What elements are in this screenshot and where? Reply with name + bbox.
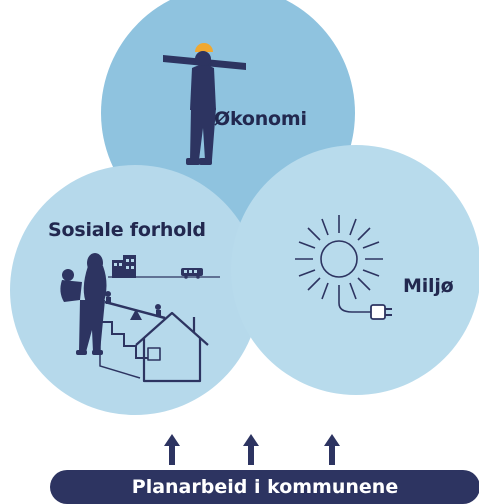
house-icon [135, 311, 209, 383]
sun-icon [295, 215, 383, 313]
social-label: Sosiale forhold [48, 219, 206, 241]
buildings-icon [112, 255, 136, 278]
social-circle [10, 165, 260, 415]
construction-worker-icon [163, 43, 246, 165]
stairs-icon [100, 321, 148, 359]
arrow-up-icon [324, 434, 340, 465]
footer-banner: Planarbeid i kommunene [50, 470, 479, 504]
stairs-rail [99, 330, 141, 379]
power-plug-icon [370, 304, 392, 320]
seesaw-icon [104, 291, 166, 320]
mother-child-icon [60, 253, 107, 355]
bus-icon [181, 268, 203, 279]
environment-label: Miljø [403, 275, 454, 297]
arrow-up-icon [164, 434, 180, 465]
arrow-up-icon [243, 434, 259, 465]
environment-circle [231, 145, 479, 395]
economy-label: Økonomi [214, 108, 307, 130]
